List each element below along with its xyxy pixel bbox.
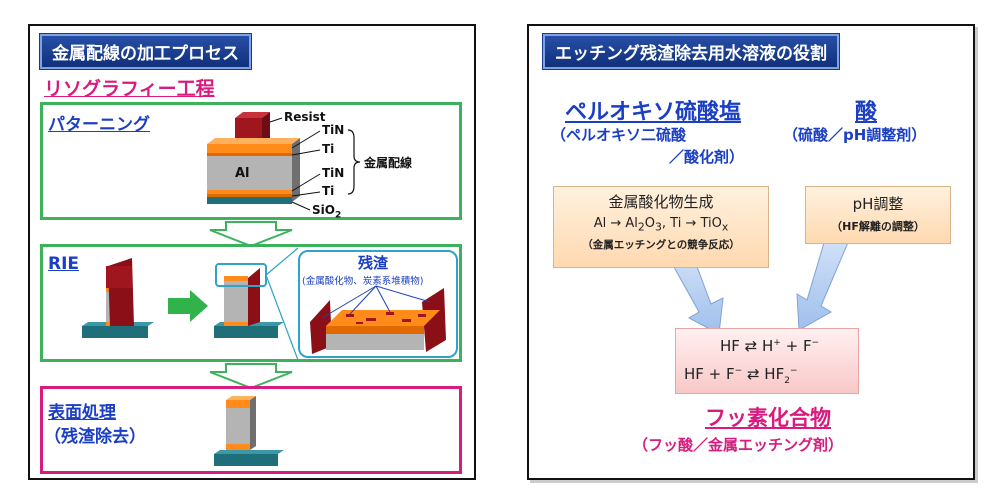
right-panel: エッチング残渣除去用水溶液の役割 ペルオキソ硫酸塩 （ペルオキソ二硫酸 ／酸化剤… (527, 24, 975, 480)
metal-oxide-note: （金属エッチングとの競争反応） (582, 238, 740, 251)
rie-after-stack (214, 247, 299, 361)
patterning-stack (207, 112, 361, 211)
ti-top-label: Ti (322, 142, 335, 156)
rie-before-stack (82, 258, 208, 338)
sio2-label: SiO2 (312, 203, 342, 221)
left-panel: 金属配線の加工プロセス リソグラフィー工程 パターニング Resist T (28, 24, 476, 480)
peroxo-sub-2: ／酸化剤） (669, 148, 745, 166)
resist-label: Resist (284, 110, 326, 124)
rie-label: RIE (48, 254, 80, 274)
rie-stage (40, 244, 462, 362)
peroxo-sub-1: （ペルオキソ二硫酸 (551, 126, 687, 144)
residue-subtitle: (金属酸化物、炭素系堆積物) (302, 276, 424, 287)
tin-top-label: TiN (322, 123, 345, 137)
fluoride-sub: （フッ酸／金属エッチング剤） (633, 436, 844, 454)
patterning-stage (40, 102, 462, 220)
acid-heading: 酸 (855, 100, 878, 125)
metal-wiring-label: 金属配線 (364, 156, 413, 170)
fluoride-heading: フッ素化合物 (705, 406, 831, 430)
ph-adjust-note: （HF解離の調整） (831, 220, 925, 233)
patterning-label: パターニング (48, 115, 150, 135)
acid-sub: （硫酸／pH調整剤） (783, 126, 927, 144)
surface-stage (40, 386, 462, 474)
ph-adjust-box: pH調整 （HF解離の調整） (805, 186, 951, 244)
residue-illustration (310, 285, 446, 354)
surface-label: 表面処理 (48, 403, 116, 423)
equation-1: HF ⇄ H+ + F− (720, 337, 820, 355)
residue-title: 残渣 (358, 254, 389, 272)
metal-oxide-title: 金属酸化物生成 (608, 193, 714, 211)
metal-oxide-reaction: Al → Al2O3, Ti → TiOx (593, 216, 729, 234)
equation-2: HF + F− ⇄ HF2− (684, 365, 798, 386)
peroxo-heading: ペルオキソ硫酸塩 (565, 100, 742, 125)
down-arrow-1 (209, 221, 293, 248)
tin-bottom-label: TiN (322, 166, 345, 180)
metal-oxide-box: 金属酸化物生成 Al → Al2O3, Ti → TiOx （金属エッチングとの… (553, 186, 769, 268)
ti-bottom-label: Ti (322, 184, 335, 198)
down-arrow-2 (209, 363, 293, 390)
surface-sublabel: （残渣除去） (44, 427, 146, 447)
right-title: エッチング残渣除去用水溶液の役割 (543, 34, 839, 69)
left-title: 金属配線の加工プロセス (40, 34, 251, 69)
surface-clean-stack (214, 396, 284, 466)
hf-equilibrium-box: HF ⇄ H+ + F− HF + F− ⇄ HF2− (675, 328, 859, 394)
lithography-heading: リソグラフィー工程 (44, 78, 215, 100)
al-label: Al (235, 166, 250, 181)
ph-adjust-title: pH調整 (852, 195, 904, 213)
